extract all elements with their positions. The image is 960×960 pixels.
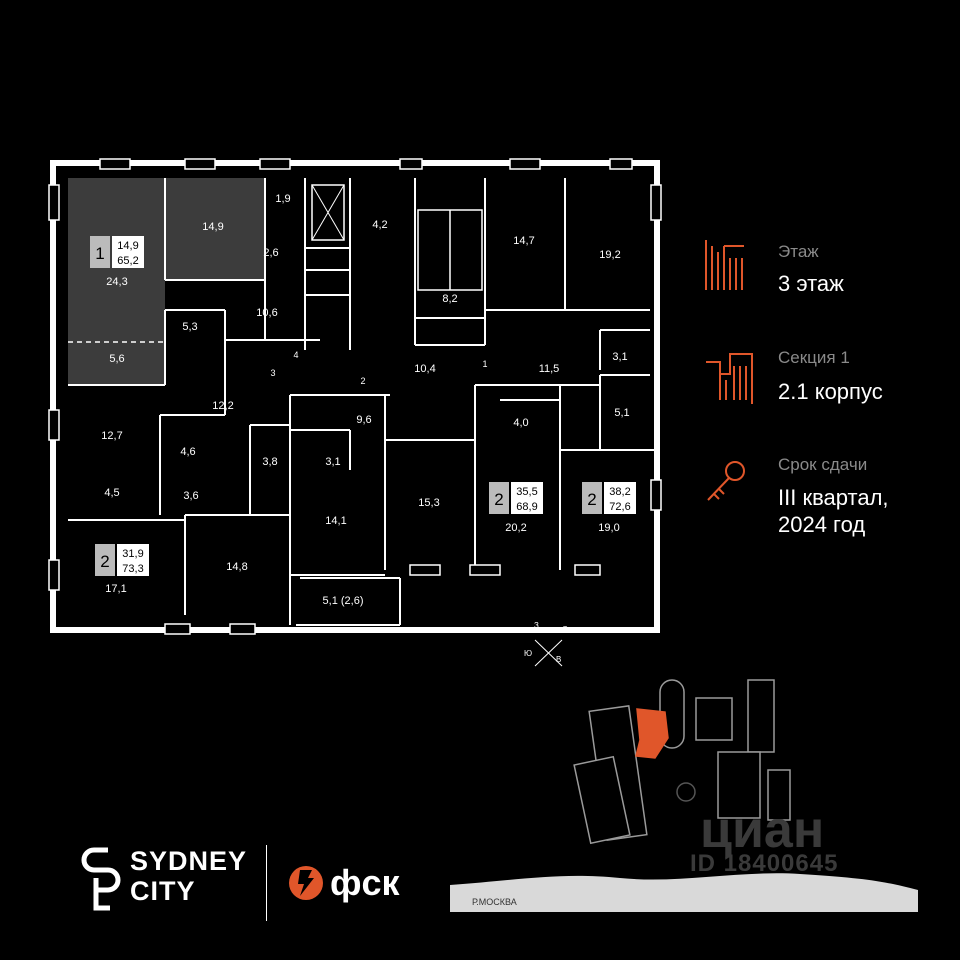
compass-e: С [562, 625, 568, 634]
room-r27: 20,2 [505, 522, 526, 534]
room-r13: 11,5 [539, 363, 560, 375]
door-3: 3 [270, 368, 275, 378]
windows [48, 158, 662, 635]
compass-n: З [534, 621, 539, 630]
brand-line1: SYDNEY [130, 846, 248, 876]
brand-line2: CITY [130, 876, 196, 906]
room-r4: 1,9 [275, 193, 290, 205]
room-r2: 5,6 [109, 353, 124, 365]
room-r20: 4,6 [180, 446, 195, 458]
room-r17: 12,2 [212, 400, 233, 412]
room-r5: 2,6 [263, 247, 278, 259]
compass-s: В [556, 655, 561, 664]
section-value: 2.1 корпус [778, 379, 883, 404]
apartment-rooms: 2 [494, 490, 503, 509]
watermark-id: ID 18400645 [690, 850, 839, 877]
section-label: Секция 1 [778, 348, 850, 367]
apartment-living: 14,9 [117, 240, 138, 252]
room-r6: 10,6 [256, 307, 277, 319]
apartment-rooms: 1 [95, 244, 104, 263]
room-r16: 4,0 [513, 417, 528, 429]
room-r25: 14,1 [325, 515, 346, 527]
river-shape [450, 873, 918, 912]
brand-name: SYDNEY CITY [130, 846, 247, 906]
apartment-living: 31,9 [122, 548, 143, 560]
room-r22: 3,1 [325, 456, 340, 468]
room-r30: 17,1 [105, 583, 126, 595]
apartment-badge-1: 1 14,9 65,2 [90, 236, 144, 268]
walls [50, 160, 660, 633]
watermark-text: циан [700, 801, 825, 859]
deadline-line2: 2024 год [778, 512, 866, 537]
room-r14: 10,4 [414, 363, 435, 375]
room-r8: 4,2 [372, 219, 387, 231]
room-r24: 3,6 [183, 490, 198, 502]
room-r23: 4,5 [104, 487, 119, 499]
room-r18: 9,6 [356, 414, 371, 426]
room-r3: 14,9 [202, 221, 223, 233]
brand-divider [266, 845, 267, 921]
river-label: Р.МОСКВА [472, 897, 517, 907]
apartment-total: 73,3 [122, 563, 143, 575]
apartment-living: 38,2 [609, 486, 630, 498]
room-r7: 5,3 [182, 321, 197, 333]
room-r29: 14,8 [226, 561, 247, 573]
room-r12: 3,1 [612, 351, 627, 363]
floor-value: 3 этаж [778, 271, 844, 296]
floor-label: Этаж [778, 242, 819, 261]
room-r1: 24,3 [106, 276, 127, 288]
apartment-highlight-1 [68, 178, 165, 385]
apartment-highlight-1b [165, 178, 265, 281]
compass-icon: З С В Ю [524, 621, 568, 667]
apartment-total: 68,9 [516, 501, 537, 513]
apartment-living: 35,5 [516, 486, 537, 498]
room-r10: 14,7 [513, 235, 534, 247]
apartment-badge-2: 2 35,5 68,9 [489, 482, 543, 514]
partner-brand: фск [330, 862, 400, 903]
room-r9: 8,2 [442, 293, 457, 305]
compass-w: Ю [524, 649, 532, 658]
apartment-rooms: 2 [100, 552, 109, 571]
deadline-line1: III квартал, [778, 485, 889, 510]
room-r31: 5,1 (2,6) [323, 595, 364, 607]
location-pin-icon [676, 782, 696, 802]
key-icon [707, 461, 745, 501]
section-icon [706, 353, 753, 404]
apartment-total: 65,2 [117, 255, 138, 267]
door-1: 1 [482, 359, 487, 369]
apartment-badge-3: 2 38,2 72,6 [582, 482, 636, 514]
sydney-city-logo-icon [81, 847, 121, 911]
door-4: 4 [293, 350, 298, 360]
floor-icon [705, 240, 744, 290]
room-r28: 19,0 [598, 522, 619, 534]
room-r21: 3,8 [262, 456, 277, 468]
deadline-label: Срок сдачи [778, 455, 868, 474]
apartment-rooms: 2 [587, 490, 596, 509]
fsk-logo-icon [289, 866, 323, 900]
door-2: 2 [360, 376, 365, 386]
apartment-total: 72,6 [609, 501, 630, 513]
room-r19: 12,7 [101, 430, 122, 442]
apartment-badge-4: 2 31,9 73,3 [95, 544, 149, 576]
room-r11: 19,2 [599, 249, 620, 261]
highlighted-building [635, 708, 669, 759]
room-r15: 5,1 [614, 407, 629, 419]
room-r26: 15,3 [418, 497, 439, 509]
site-map: Р.МОСКВА [450, 679, 918, 912]
